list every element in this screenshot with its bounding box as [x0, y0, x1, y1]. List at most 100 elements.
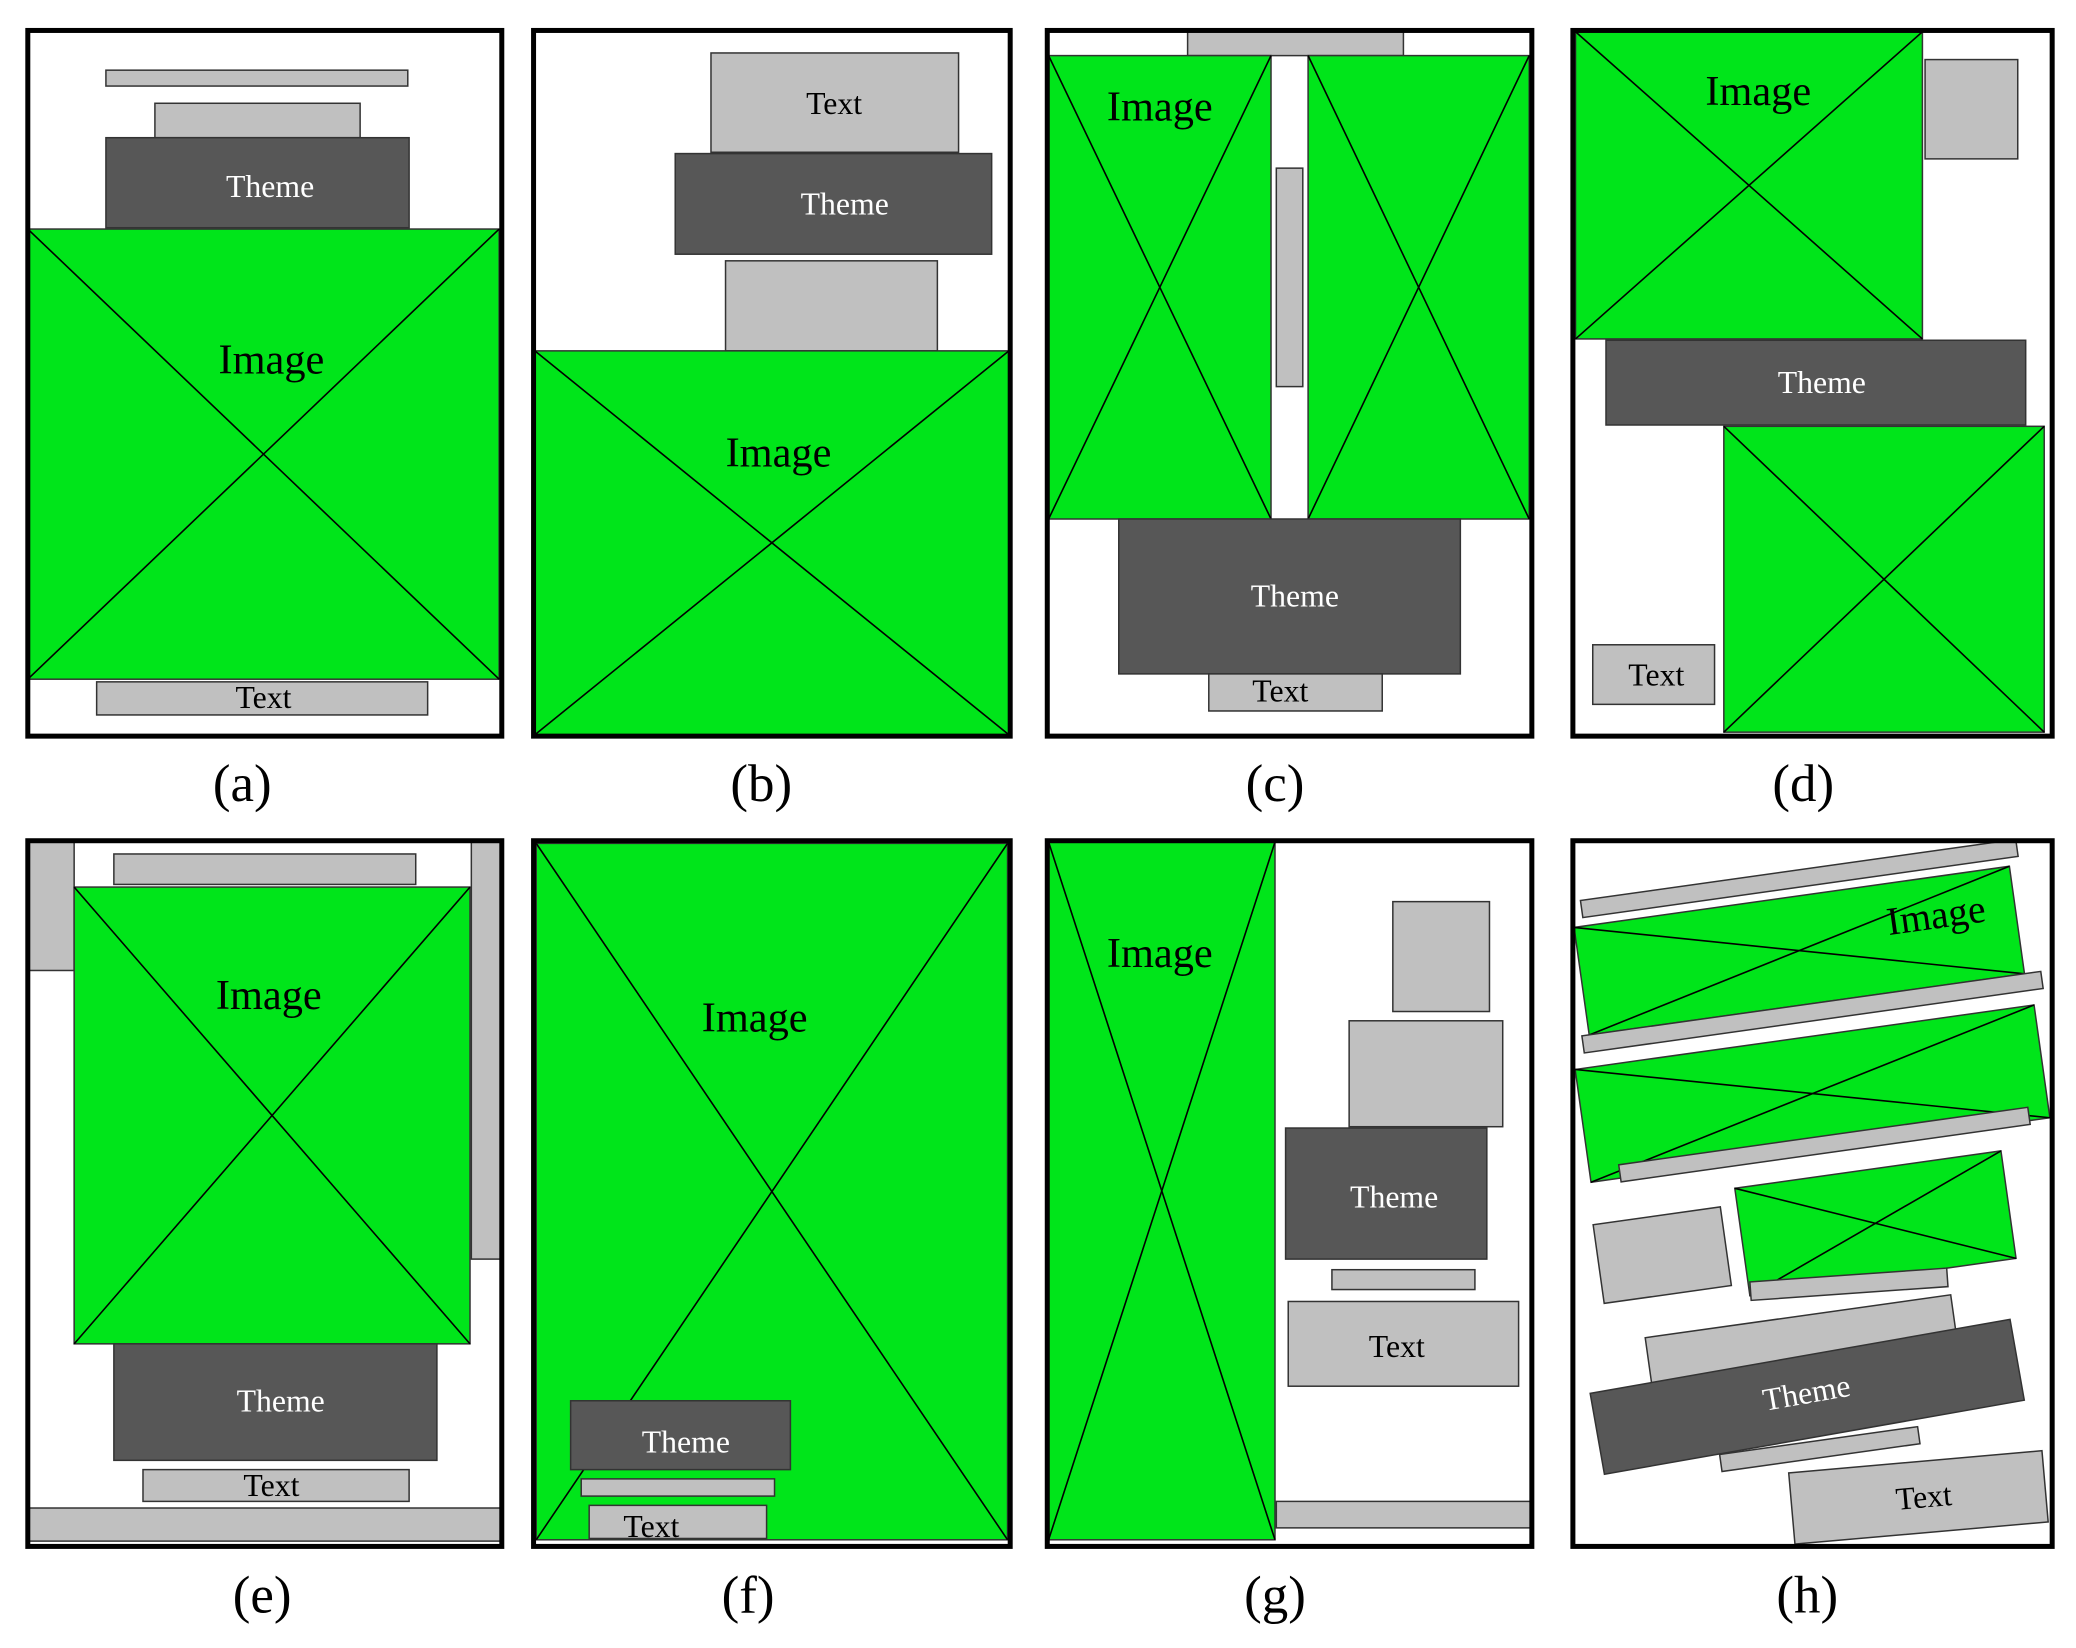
- text-box: [28, 841, 75, 972]
- text-box: [1208, 673, 1383, 712]
- text-box: [1392, 900, 1491, 1013]
- text-block: [1348, 1020, 1504, 1128]
- text-block: Text: [1208, 673, 1383, 712]
- image-label: Image: [726, 429, 832, 476]
- image-cross-line: [1575, 31, 1923, 340]
- text-block: [1331, 1268, 1476, 1291]
- text-block: [154, 102, 361, 139]
- text-block: [1579, 840, 2019, 919]
- text-block: Text: [142, 1468, 410, 1503]
- panel-caption: (f): [722, 1566, 775, 1624]
- image-cross-line: [73, 886, 471, 1345]
- text-label: Text: [235, 680, 291, 715]
- text-box: [1787, 1449, 2049, 1545]
- text-box: [1718, 1425, 1921, 1473]
- image-cross-line: [1588, 865, 2010, 1036]
- text-box: [105, 69, 409, 87]
- image-label: Image: [216, 972, 322, 1019]
- text-box: [1287, 1300, 1520, 1387]
- panel-frame: [25, 838, 505, 1549]
- text-block: [1592, 1206, 1733, 1305]
- text-block: [113, 853, 417, 886]
- text-box: [724, 260, 939, 352]
- text-box: [95, 681, 429, 716]
- image-cross-line: [1749, 1150, 2002, 1297]
- panel-caption: (h): [1776, 1566, 1838, 1624]
- theme-label: Theme: [226, 169, 314, 204]
- text-block: [1275, 1500, 1532, 1529]
- text-block: [1275, 167, 1304, 388]
- text-box: [1186, 31, 1405, 57]
- panel-caption: (c): [1246, 755, 1305, 813]
- theme-block: Theme: [105, 136, 410, 229]
- theme-box: [1118, 518, 1462, 675]
- text-box: [154, 102, 361, 139]
- text-label: Text: [806, 86, 862, 121]
- text-box: [1348, 1020, 1504, 1128]
- image-block: [1733, 1150, 2017, 1297]
- panel-frame: [1044, 838, 1535, 1549]
- text-box: [1275, 1500, 1532, 1529]
- image-block: Image: [1574, 31, 1924, 340]
- text-block: [1617, 1106, 2032, 1183]
- text-block: Text: [1287, 1300, 1520, 1387]
- image-cross-line: [1723, 425, 2045, 733]
- text-box: [1581, 970, 2045, 1054]
- theme-block: Theme: [1118, 518, 1462, 675]
- image-block: Image: [73, 886, 471, 1345]
- text-box: [1592, 1206, 1733, 1305]
- theme-block: Theme: [113, 1343, 438, 1462]
- text-label: Text: [1369, 1329, 1425, 1364]
- theme-box: [1605, 339, 2027, 426]
- image-cross-line: [1047, 841, 1276, 1541]
- panel-frame: [1570, 838, 2055, 1549]
- theme-box: [674, 152, 993, 255]
- text-block: [28, 1507, 502, 1542]
- text-box: [1331, 1268, 1476, 1291]
- image-cross-line: [1590, 1004, 2035, 1183]
- theme-label: Theme: [801, 186, 889, 221]
- theme-box: [105, 136, 410, 229]
- text-box: [28, 1507, 502, 1542]
- image-label: Image: [218, 337, 324, 384]
- text-box: [1617, 1106, 2032, 1183]
- text-block: Text: [588, 1504, 768, 1544]
- text-block: [1392, 900, 1491, 1013]
- text-box: [1591, 644, 1716, 706]
- text-block: [470, 841, 502, 1260]
- text-block: [1718, 1425, 1921, 1473]
- theme-label: Theme: [1350, 1179, 1438, 1214]
- image-block: Image: [1047, 54, 1272, 520]
- theme-block: Theme: [1589, 1318, 2026, 1476]
- image-block: Image: [1047, 841, 1276, 1541]
- image-block: Image: [27, 228, 500, 680]
- text-block: Text: [1787, 1449, 2049, 1545]
- text-block: Text: [95, 680, 429, 716]
- panel-frame: [531, 838, 1013, 1549]
- text-block: [580, 1478, 776, 1497]
- panel-caption: (a): [213, 755, 272, 813]
- text-block: [1581, 970, 2045, 1054]
- text-label: Text: [243, 1468, 299, 1503]
- theme-box: [1284, 1127, 1488, 1260]
- text-box: [470, 841, 502, 1260]
- image-label: Image: [1107, 84, 1213, 131]
- theme-block: Theme: [674, 152, 993, 255]
- image-label: Image: [702, 995, 808, 1042]
- theme-label: Theme: [237, 1383, 325, 1418]
- image-block: Image: [1573, 865, 2026, 1036]
- theme-box: [1589, 1318, 2026, 1476]
- image-block: [1723, 425, 2045, 733]
- text-box: [1579, 840, 2019, 919]
- image-cross-line: [27, 228, 500, 680]
- image-cross-line: [1047, 55, 1272, 520]
- panel-frame: [531, 27, 1013, 739]
- text-block: Text: [710, 52, 960, 154]
- image-cross-line: [1307, 55, 1530, 520]
